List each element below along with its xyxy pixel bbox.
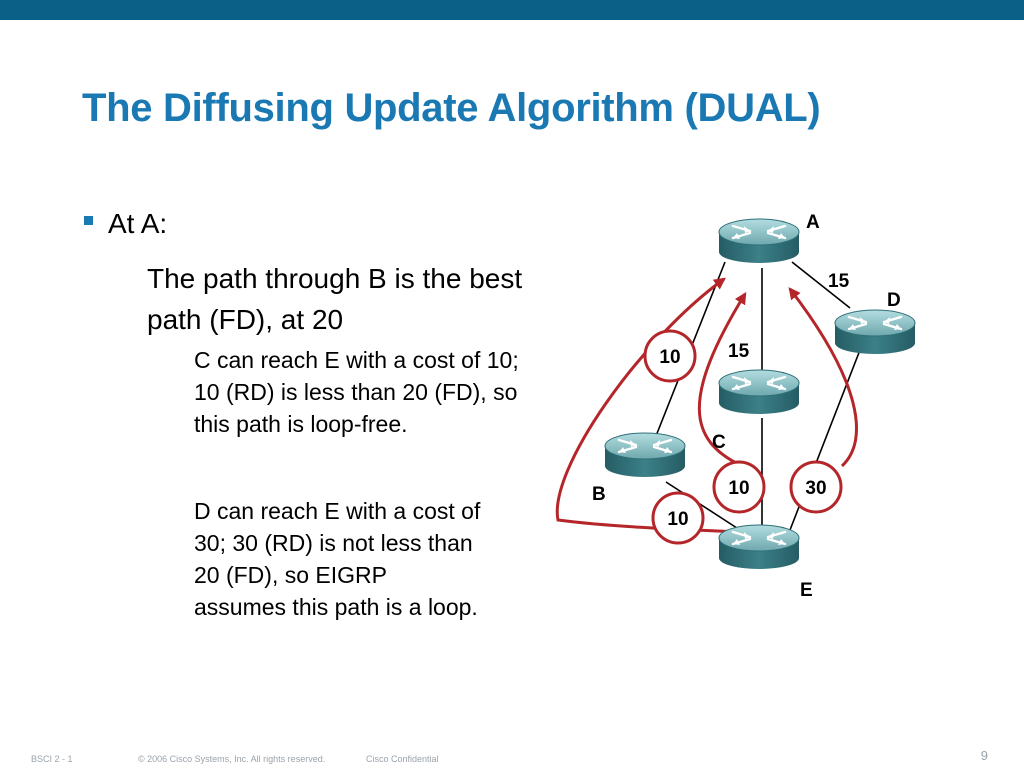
reported-cost-d: 30 [789,460,843,514]
square-bullet-icon [84,216,93,225]
arrow-via-b [555,277,741,534]
top-banner [0,0,1024,20]
link-b-e [665,481,741,531]
cost-label-a-d: 15 [828,271,850,292]
router-e-icon [717,523,801,571]
router-a-icon [717,217,801,265]
path-d-explanation: D can reach E with a cost of 30; 30 (RD)… [194,498,481,620]
reported-cost-c-label: 10 [728,478,749,499]
router-c-label: C [712,432,726,453]
footer-course-id: BSCI 2 - 1 [31,754,73,764]
reported-cost-b-bottom-label: 10 [667,509,688,530]
best-path-text: The path through B is the best path (FD)… [147,263,523,335]
router-c-icon [717,368,801,416]
reported-cost-b-top-label: 10 [659,347,680,368]
arrow-via-c [697,291,747,467]
network-diagram: A D C B E 15 15 10 10 10 30 [555,212,917,601]
arrow-via-d [788,287,859,468]
router-b-label: B [592,484,606,505]
reported-cost-d-label: 30 [805,478,826,499]
footer-copyright: © 2006 Cisco Systems, Inc. All rights re… [138,754,326,764]
router-b-icon [603,431,687,479]
cost-label-a-c: 15 [728,341,750,362]
router-d-label: D [887,290,901,311]
reported-cost-c: 10 [712,460,766,514]
reported-cost-b-top: 10 [643,329,697,383]
router-d-icon [833,308,917,356]
link-a-d [791,261,851,309]
bullet-text: At A: [108,208,168,239]
router-a-label: A [806,212,820,233]
reported-cost-b-bottom: 10 [651,491,705,545]
page-number: 9 [980,748,988,763]
slide-title: The Diffusing Update Algorithm (DUAL) [82,86,821,130]
footer-confidential: Cisco Confidential [366,754,439,764]
path-c-explanation: C can reach E with a cost of 10; 10 (RD)… [194,347,519,437]
router-e-label: E [800,580,813,601]
